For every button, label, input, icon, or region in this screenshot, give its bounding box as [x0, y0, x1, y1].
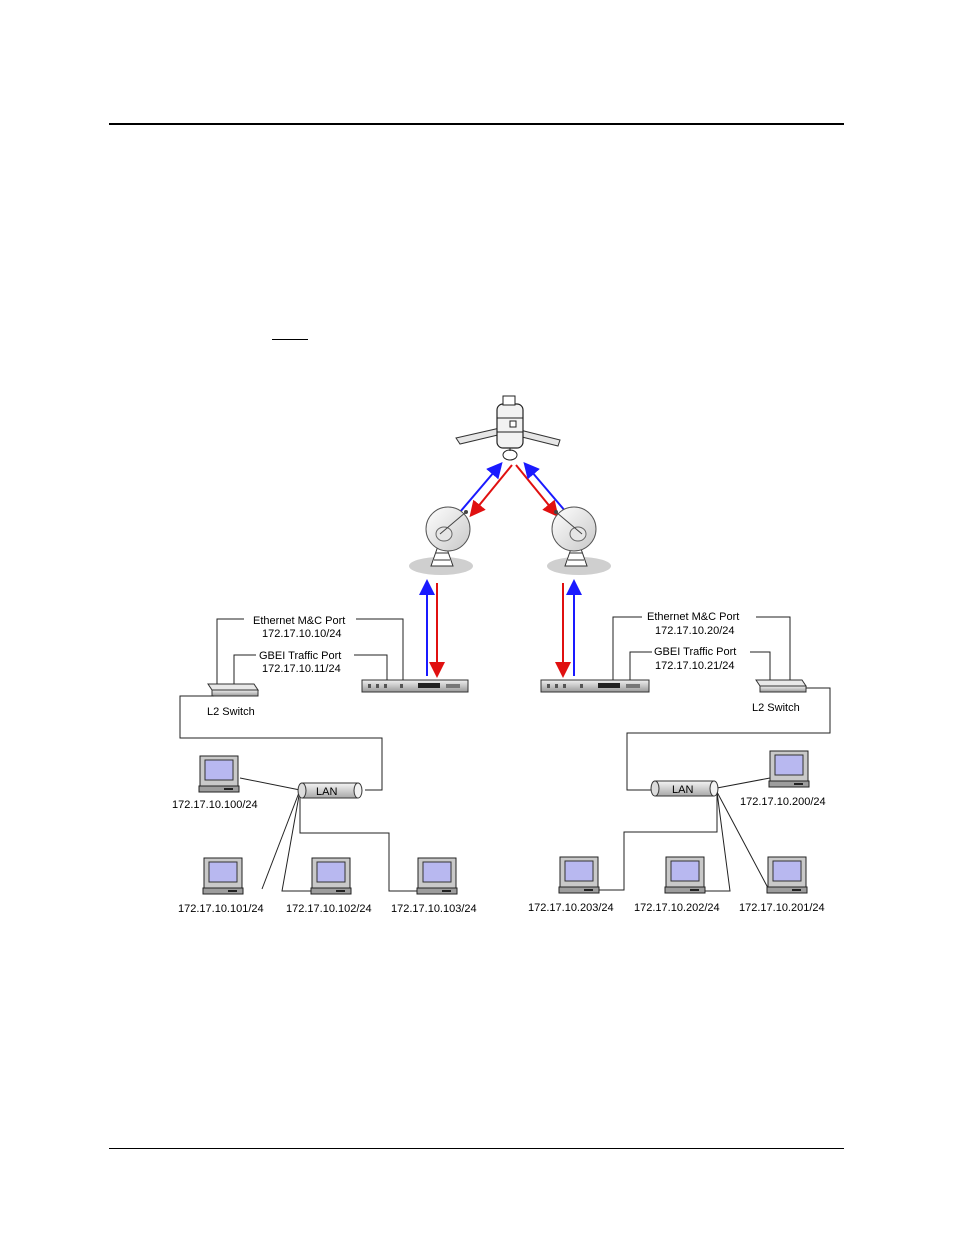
header-rule — [109, 123, 844, 125]
left-host-0-computer-icon — [198, 755, 240, 793]
right-switch-icon — [755, 679, 807, 693]
right-switch-label: L2 Switch — [752, 702, 800, 714]
left-traffic-port-label: GBEI Traffic Port — [259, 650, 341, 662]
right-wiring — [598, 616, 831, 892]
figure-reference-underline — [272, 339, 308, 340]
right-host-1-computer-icon — [558, 856, 600, 894]
left-earth-station-icon — [409, 506, 473, 575]
right-traffic-port-label: GBEI Traffic Port — [654, 646, 736, 658]
left-mc-port-label: Ethernet M&C Port — [253, 615, 345, 627]
ground-links — [419, 579, 582, 678]
right-traffic-port-ip: 172.17.10.21/24 — [655, 660, 735, 672]
right-host-0-computer-icon — [768, 750, 810, 788]
right-host-0-label: 172.17.10.200/24 — [740, 796, 826, 808]
right-lan-label: LAN — [672, 784, 693, 796]
left-host-0-label: 172.17.10.100/24 — [172, 799, 258, 811]
left-host-2-computer-icon — [310, 857, 352, 895]
right-mc-port-label: Ethernet M&C Port — [647, 611, 739, 623]
left-modem-icon — [361, 679, 469, 693]
right-host-1-label: 172.17.10.203/24 — [528, 902, 614, 914]
right-host-3-computer-icon — [766, 856, 808, 894]
right-lan-icon: LAN — [650, 780, 719, 797]
right-mc-port-ip: 172.17.10.20/24 — [655, 625, 735, 637]
left-host-1-computer-icon — [202, 857, 244, 895]
left-mc-port-ip: 172.17.10.10/24 — [262, 628, 342, 640]
left-traffic-port-ip: 172.17.10.11/24 — [262, 663, 341, 675]
right-modem-icon — [540, 679, 650, 693]
right-host-3-label: 172.17.10.201/24 — [739, 902, 825, 914]
left-switch-icon — [207, 683, 259, 697]
left-host-2-label: 172.17.10.102/24 — [286, 903, 372, 915]
left-lan-icon: LAN — [297, 782, 363, 799]
left-wiring — [179, 618, 418, 892]
right-host-2-label: 172.17.10.202/24 — [634, 902, 720, 914]
satellite-links — [459, 461, 567, 518]
computers — [198, 750, 810, 895]
left-host-3-computer-icon — [416, 857, 458, 895]
left-switch-label: L2 Switch — [207, 706, 255, 718]
left-lan-label: LAN — [316, 786, 337, 798]
footer-rule — [109, 1148, 844, 1149]
satellite-icon — [455, 395, 561, 461]
right-host-2-computer-icon — [664, 856, 706, 894]
left-host-1-label: 172.17.10.101/24 — [178, 903, 264, 915]
left-host-3-label: 172.17.10.103/24 — [391, 903, 477, 915]
right-earth-station-icon — [547, 506, 611, 575]
